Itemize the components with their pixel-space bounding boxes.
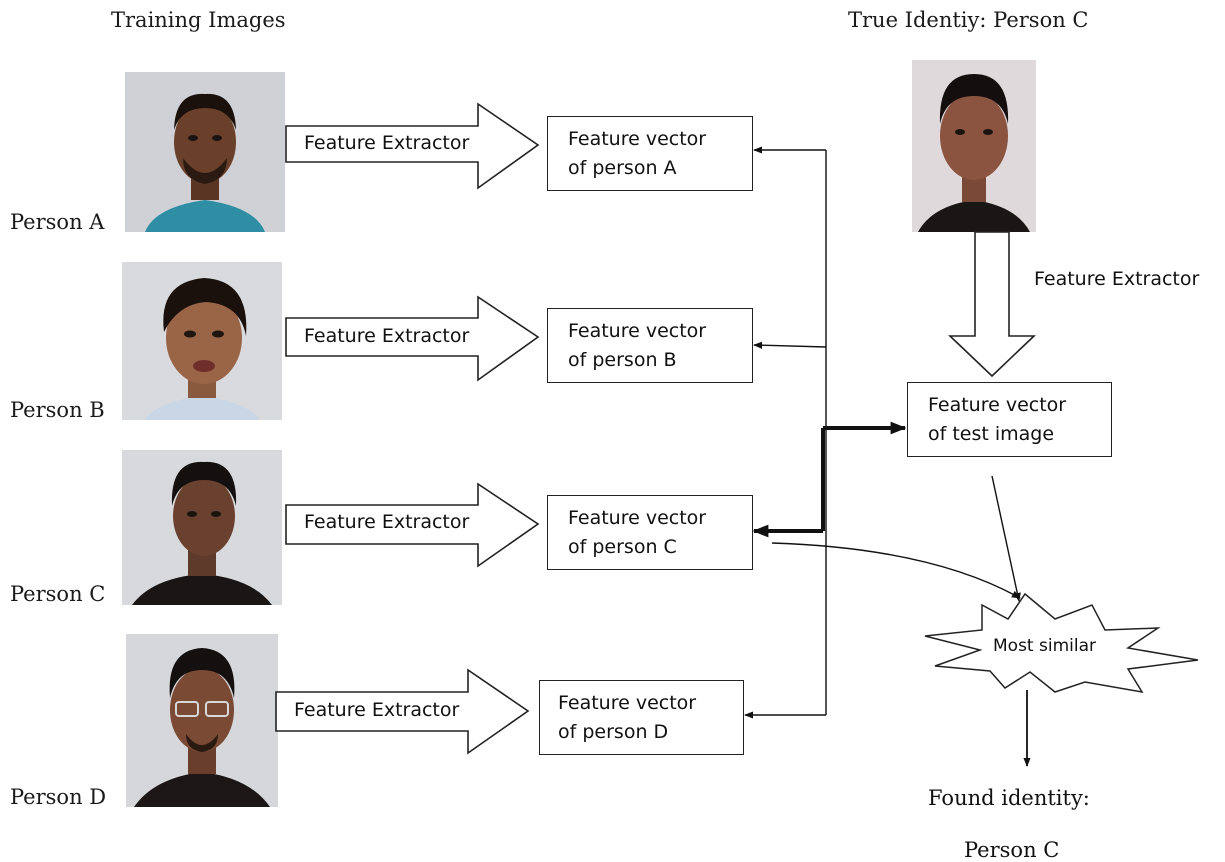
person-c-photo — [122, 450, 282, 605]
feature-vector-b-line2: of person B — [568, 349, 677, 371]
feature-vector-a-line1: Feature vector — [568, 128, 707, 150]
person-a-label: Person A — [10, 210, 105, 234]
person-a-photo — [125, 72, 285, 232]
feature-vector-box-d: Feature vector of person D — [539, 680, 744, 755]
training-images-heading: Training Images — [111, 8, 286, 32]
feature-vector-c-line2: of person C — [568, 536, 677, 558]
arrow-test-to-most-similar — [991, 475, 1021, 602]
person-b-label: Person B — [10, 398, 105, 422]
feature-vector-a-line2: of person A — [568, 157, 677, 179]
person-b-photo — [122, 262, 282, 420]
feature-vector-b-line1: Feature vector — [568, 320, 707, 342]
person-d-label: Person D — [10, 785, 107, 809]
most-similar-label: Most similar — [993, 636, 1096, 656]
found-identity-value: Person C — [964, 838, 1060, 862]
feature-vector-box-test: Feature vector of test image — [907, 382, 1112, 457]
feature-vector-d-line1: Feature vector — [558, 692, 697, 714]
feature-extractor-label-a: Feature Extractor — [304, 132, 470, 154]
feature-vector-box-b: Feature vector of person B — [547, 308, 753, 383]
feature-extractor-label-c: Feature Extractor — [304, 511, 470, 533]
feature-vector-d-line2: of person D — [558, 721, 669, 743]
feature-vector-test-line1: Feature vector — [928, 394, 1067, 416]
feature-vector-c-line1: Feature vector — [568, 507, 707, 529]
found-identity-label: Found identity: — [928, 786, 1090, 810]
feature-extractor-label-b: Feature Extractor — [304, 325, 470, 347]
test-feature-extractor-label: Feature Extractor — [1034, 268, 1200, 290]
feature-vector-test-line2: of test image — [928, 423, 1055, 445]
person-d-photo — [126, 634, 278, 807]
feature-extractor-label-d: Feature Extractor — [294, 699, 460, 721]
test-image-photo — [912, 60, 1036, 232]
connector-to-vector-b — [753, 341, 827, 349]
feature-vector-box-a: Feature vector of person A — [547, 116, 753, 191]
test-feature-extractor-arrow — [948, 231, 1036, 378]
true-identity-heading: True Identiy: Person C — [848, 8, 1089, 32]
curve-vector-c-to-most-similar — [771, 542, 1021, 599]
person-c-label: Person C — [10, 582, 106, 606]
feature-vector-box-c: Feature vector of person C — [547, 495, 753, 570]
